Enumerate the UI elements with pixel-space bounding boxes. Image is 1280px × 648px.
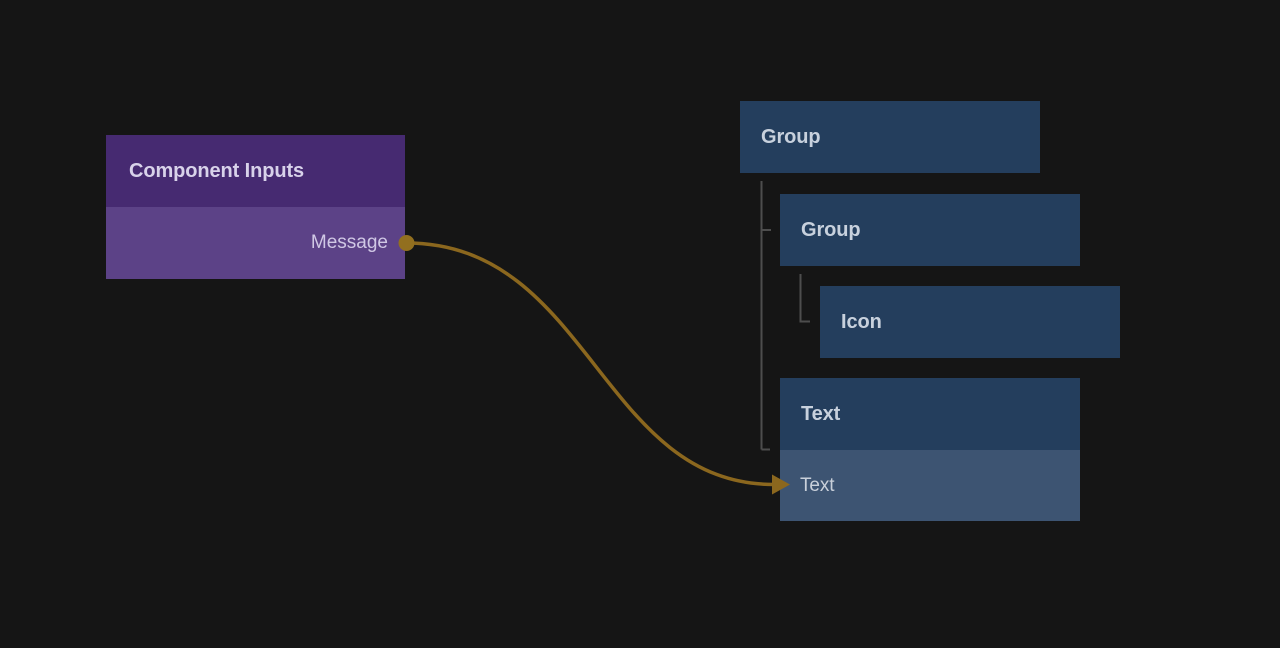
tree-node-text[interactable]: Text Text	[780, 378, 1080, 521]
component-inputs-header: Component Inputs	[106, 135, 405, 207]
tree-node-icon[interactable]: Icon	[820, 286, 1120, 358]
tree-connector-line-root	[760, 181, 771, 451]
message-output-label: Message	[310, 232, 388, 253]
tree-node-text-header: Text	[780, 378, 1080, 450]
binding-wire[interactable]	[405, 241, 775, 487]
tree-node-group-2[interactable]: Group	[780, 194, 1080, 266]
message-output-row[interactable]: Message	[106, 207, 405, 279]
tree-node-text-label: Text	[801, 402, 841, 425]
tree-node-text-row-label: Text	[800, 474, 835, 496]
tree-node-icon-label: Icon	[841, 310, 882, 333]
tree-connector-line-icon	[799, 274, 810, 323]
tree-node-text-bound-row[interactable]: Text	[780, 450, 1080, 521]
component-inputs-node[interactable]: Component Inputs Message	[106, 135, 405, 279]
message-output-port[interactable]	[398, 235, 415, 251]
component-inputs-title: Component Inputs	[129, 159, 305, 182]
tree-node-group-1-label: Group	[761, 125, 821, 148]
tree-node-group-2-label: Group	[801, 218, 861, 241]
tree-node-group-1[interactable]: Group	[740, 101, 1040, 173]
